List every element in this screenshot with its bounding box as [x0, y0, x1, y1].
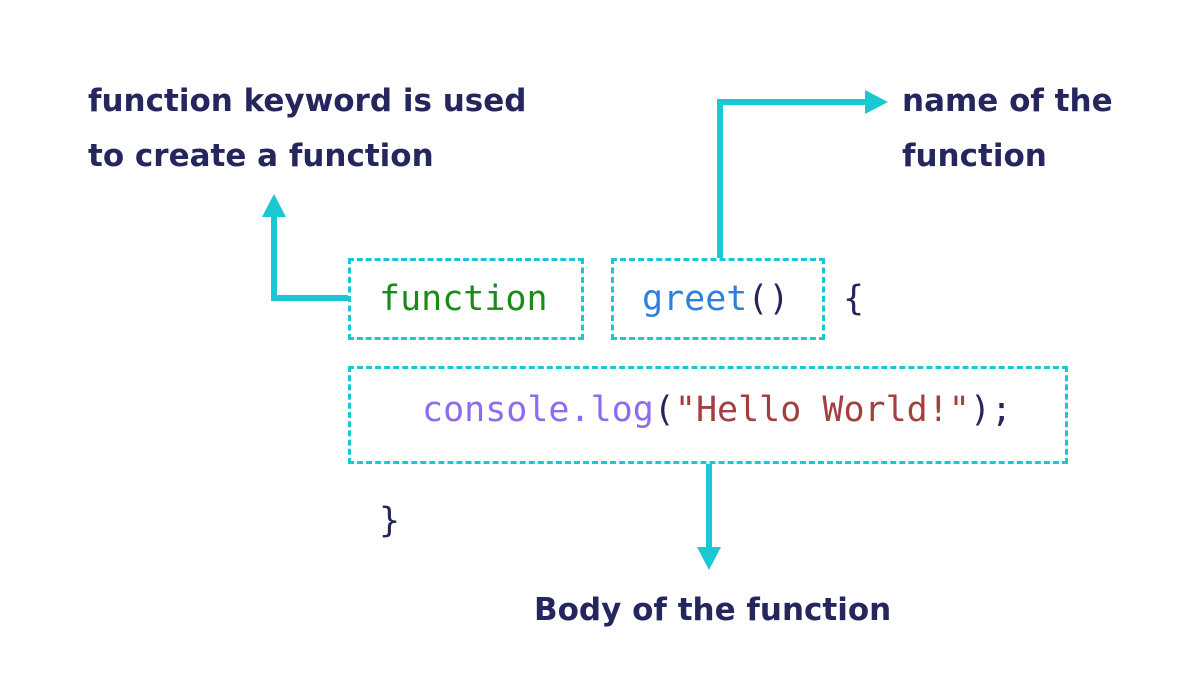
function-parens: () [747, 279, 790, 319]
close-brace: } [379, 501, 401, 541]
call-close: ); [969, 390, 1013, 430]
name-annotation-line-2: function [902, 138, 1047, 174]
open-brace: { [843, 279, 865, 319]
call-open-paren: ( [653, 390, 675, 430]
hello-world-string: "Hello World!" [674, 390, 970, 430]
keyword-arrow [262, 194, 348, 301]
function-name-highlight-box [611, 258, 825, 340]
keyword-annotation-line-1: function keyword is used [88, 83, 527, 119]
keyword-annotation-line-2: to create a function [88, 138, 434, 174]
function-name: greet [642, 279, 748, 319]
name-annotation-line-1: name of the [902, 83, 1113, 119]
name-arrow [717, 90, 888, 258]
body-annotation: Body of the function [534, 592, 892, 628]
body-arrow [697, 464, 721, 570]
function-keyword: function [379, 279, 548, 319]
function-body-highlight-box [348, 366, 1068, 464]
function-signature: greet() [642, 277, 790, 321]
name-annotation: name of the function [902, 74, 1113, 184]
function-body-statement: console.log("Hello World!"); [422, 388, 1012, 432]
keyword-annotation: function keyword is used to create a fun… [88, 74, 526, 184]
console-log-call: console.log [422, 390, 654, 430]
keyword-highlight-box [348, 258, 584, 340]
